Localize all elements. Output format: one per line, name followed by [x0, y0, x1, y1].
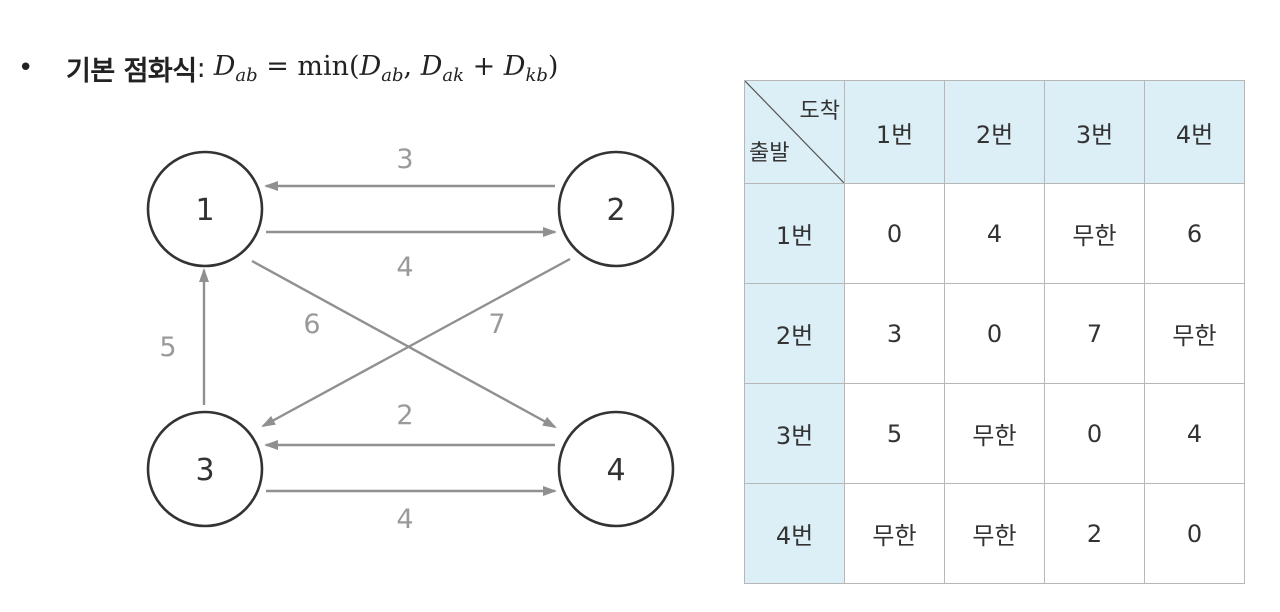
formula-t3-var: D: [503, 50, 526, 82]
node-2: 2: [557, 150, 675, 268]
table-cell: 4: [1144, 383, 1245, 484]
node-4: 4: [557, 410, 675, 528]
node-1: 1: [146, 150, 264, 268]
formula-t2-var: D: [420, 50, 443, 82]
table-cell: 7: [1044, 283, 1145, 384]
node-3-label: 3: [195, 453, 214, 488]
col-header-1: 1번: [844, 80, 945, 184]
table-cell: 무한: [944, 383, 1045, 484]
node-3: 3: [146, 410, 264, 528]
distance-table: 도착 출발 1번 2번 3번 4번 1번 0 4 무한 6 2번 3 0 7 무…: [744, 80, 1245, 584]
graph-diagram: 3 4 6 7 5 2 4 1 2 3 4: [146, 144, 675, 535]
recurrence-formula: Dab = min(Dab, Dak + Dkb): [214, 51, 559, 86]
weight-1-to-4: 6: [303, 309, 320, 340]
table-cell: 0: [1144, 483, 1245, 584]
table-cell: 6: [1144, 183, 1245, 284]
table-cell: 5: [844, 383, 945, 484]
node-1-label: 1: [195, 193, 214, 228]
col-header-3: 3번: [1044, 80, 1145, 184]
corner-diagonal: [745, 81, 844, 183]
headline-label: 기본 점화식: [66, 55, 197, 87]
formula-comma: ,: [403, 50, 421, 82]
table-cell: 무한: [844, 483, 945, 584]
table-cell: 2: [1044, 483, 1145, 584]
weight-2-to-3: 7: [488, 309, 505, 340]
node-4-label: 4: [606, 453, 625, 488]
formula-lhs-sub: ab: [235, 64, 258, 86]
formula-t1-sub: ab: [381, 64, 404, 86]
formula-t1-var: D: [359, 50, 382, 82]
table-row: 1번 0 4 무한 6: [744, 183, 1245, 284]
weight-2-to-1: 3: [396, 144, 413, 175]
formula-lhs-var: D: [213, 50, 236, 82]
formula-t3-sub: kb: [525, 64, 548, 86]
headline-colon: :: [196, 52, 206, 84]
row-header-4: 4번: [744, 483, 845, 584]
table-cell: 0: [944, 283, 1045, 384]
table-cell: 0: [1044, 383, 1145, 484]
weight-3-to-4: 4: [396, 504, 413, 535]
formula-eq: = min(: [257, 50, 360, 82]
table-corner-cell: 도착 출발: [744, 80, 845, 184]
formula-t2-sub: ak: [442, 64, 464, 86]
table-header-row: 도착 출발 1번 2번 3번 4번: [744, 80, 1245, 184]
table-cell: 무한: [1044, 183, 1145, 284]
formula-plus: +: [463, 50, 504, 82]
table-cell: 무한: [1144, 283, 1245, 384]
row-header-3: 3번: [744, 383, 845, 484]
corner-to-label: 도착: [799, 99, 840, 124]
weight-3-to-1: 5: [159, 332, 176, 363]
table-cell: 4: [944, 183, 1045, 284]
table-cell: 0: [844, 183, 945, 284]
table-cell: 무한: [944, 483, 1045, 584]
row-header-2: 2번: [744, 283, 845, 384]
col-header-2: 2번: [944, 80, 1045, 184]
row-header-1: 1번: [744, 183, 845, 284]
table-row: 4번 무한 무한 2 0: [744, 483, 1245, 584]
table-cell: 3: [844, 283, 945, 384]
node-2-label: 2: [606, 193, 625, 228]
table-row: 2번 3 0 7 무한: [744, 283, 1245, 384]
edge-2-to-3: [261, 257, 571, 428]
formula-close: ): [547, 50, 559, 82]
weight-4-to-3: 2: [396, 400, 413, 431]
corner-from-label: 출발: [749, 141, 790, 166]
table-row: 3번 5 무한 0 4: [744, 383, 1245, 484]
col-header-4: 4번: [1144, 80, 1245, 184]
headline: • 기본 점화식 : Dab = min(Dab, Dak + Dkb): [18, 40, 558, 96]
edge-1-to-4: [251, 259, 557, 429]
weight-1-to-2: 4: [396, 252, 413, 283]
bullet: •: [18, 53, 34, 83]
